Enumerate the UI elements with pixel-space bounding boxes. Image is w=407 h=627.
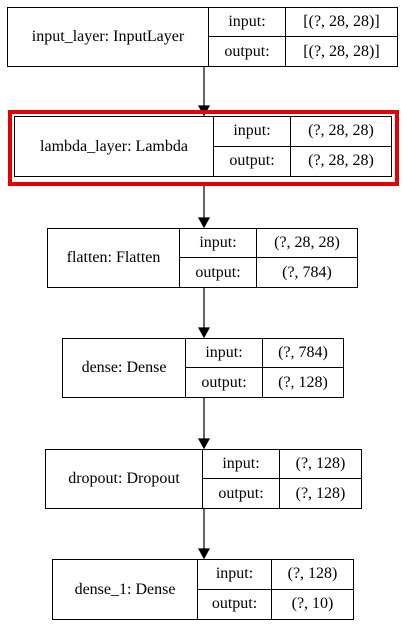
output-shape: (?, 128) xyxy=(295,484,346,502)
layer-name: dropout: Dropout xyxy=(46,450,203,508)
layer-node-flatten: flatten: Flatten input: (?, 28, 28) outp… xyxy=(47,228,358,288)
layer-node-dropout: dropout: Dropout input: (?, 128) output:… xyxy=(45,449,362,509)
input-shape: (?, 128) xyxy=(280,450,361,479)
arrowhead-icon xyxy=(197,548,211,560)
arrowhead-icon xyxy=(197,217,211,229)
input-shape: (?, 28, 28) xyxy=(291,117,391,147)
arrowhead-icon xyxy=(197,327,211,339)
input-shape: (?, 784) xyxy=(263,339,343,368)
arrowhead-icon xyxy=(197,438,211,450)
layer-name: dense: Dense xyxy=(63,339,186,397)
input-label: input: xyxy=(209,8,286,37)
layer-name: flatten: Flatten xyxy=(48,229,180,287)
output-shape: (?, 128) xyxy=(278,373,328,391)
input-label: input: xyxy=(186,339,263,368)
input-shape: (?, 128) xyxy=(272,560,353,590)
output-label: output: xyxy=(209,37,286,66)
output-label: output: xyxy=(214,146,291,176)
layer-node-input-layer: input_layer: InputLayer input: [(?, 28, … xyxy=(7,7,398,67)
layer-node-dense: dense: Dense input: (?, 784) output: (?,… xyxy=(62,338,344,398)
output-label: output: xyxy=(203,479,280,508)
input-label: input: xyxy=(180,229,257,258)
layer-node-lambda: lambda_layer: Lambda input: (?, 28, 28) … xyxy=(14,116,392,177)
output-shape: (?, 10) xyxy=(291,595,334,613)
output-label: output: xyxy=(180,258,257,287)
input-label: input: xyxy=(214,117,291,147)
input-label: input: xyxy=(198,560,272,590)
input-shape: (?, 28, 28) xyxy=(257,229,357,258)
layer-name: lambda_layer: Lambda xyxy=(15,117,214,176)
input-shape: [(?, 28, 28)] xyxy=(286,8,397,37)
layer-name: input_layer: InputLayer xyxy=(8,8,209,66)
highlight-box xyxy=(8,110,399,186)
output-shape: (?, 28, 28) xyxy=(308,152,374,170)
output-shape: (?, 784) xyxy=(282,263,332,281)
output-shape: [(?, 28, 28)] xyxy=(303,42,380,60)
layer-node-dense-1: dense_1: Dense input: (?, 128) output: (… xyxy=(52,559,354,620)
output-label: output: xyxy=(198,589,272,619)
input-label: input: xyxy=(203,450,280,479)
output-label: output: xyxy=(186,368,263,397)
layer-name: dense_1: Dense xyxy=(53,560,198,619)
